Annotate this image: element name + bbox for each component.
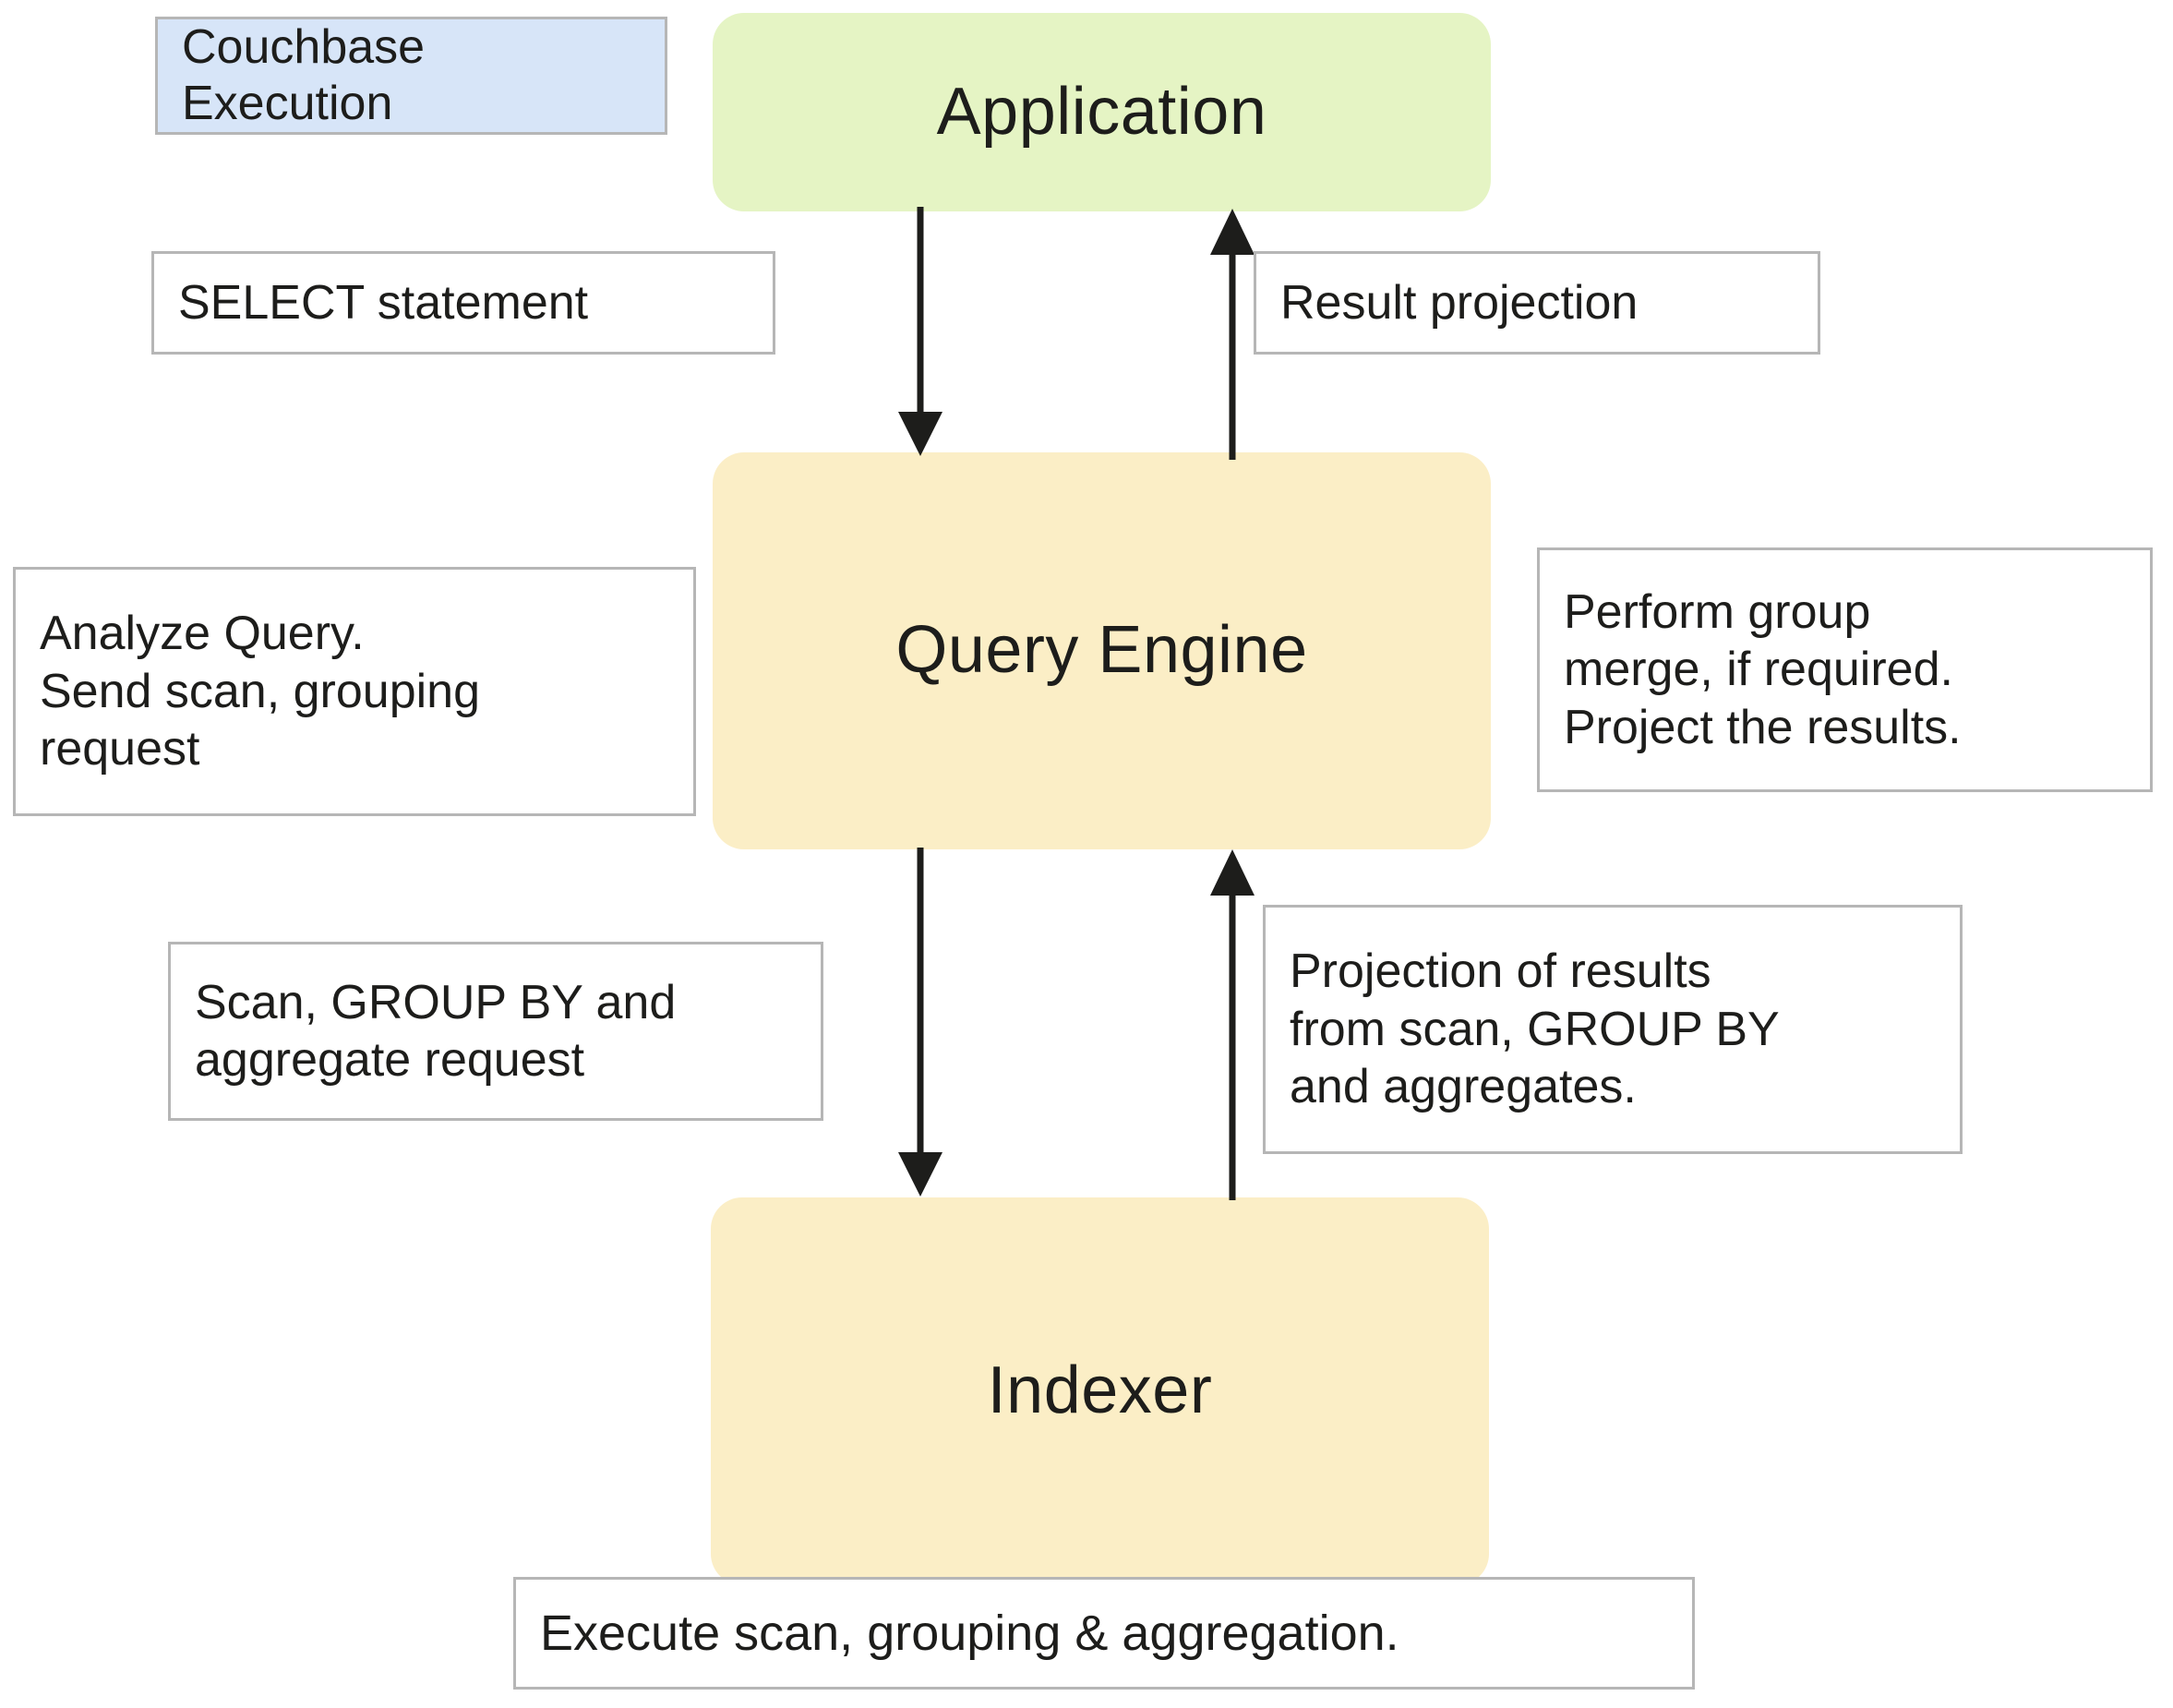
- stage-query-engine[interactable]: Query Engine: [713, 452, 1491, 849]
- stage-indexer[interactable]: Indexer: [711, 1197, 1489, 1585]
- note-line: from scan, GROUP BY: [1290, 1002, 1780, 1056]
- note-line: Send scan, grouping: [40, 664, 481, 718]
- note-select-statement: SELECT statement: [151, 251, 775, 355]
- note-line: Execute scan, grouping & aggregation.: [540, 1605, 1399, 1661]
- note-line: Perform group: [1564, 584, 1871, 639]
- note-scan-group-by: Scan, GROUP BY and aggregate request: [168, 942, 823, 1121]
- legend-couchbase-execution: Couchbase Execution: [155, 17, 667, 135]
- stage-indexer-label: Indexer: [987, 1353, 1213, 1428]
- note-line: Result projection: [1280, 275, 1639, 330]
- note-line: SELECT statement: [178, 275, 589, 330]
- arrow-query-engine-to-indexer: [898, 848, 942, 1197]
- arrow-app-to-query-engine: [898, 207, 942, 456]
- legend-line-1: Couchbase: [182, 19, 426, 74]
- note-analyze-query: Analyze Query. Send scan, grouping reque…: [13, 567, 696, 816]
- note-execute-scan: Execute scan, grouping & aggregation.: [513, 1577, 1695, 1690]
- arrow-query-engine-to-app: [1210, 209, 1255, 460]
- stage-application-label: Application: [936, 74, 1267, 149]
- legend-line-2: Execution: [182, 77, 393, 130]
- note-line: Project the results.: [1564, 700, 1962, 754]
- arrow-indexer-to-query-engine: [1210, 849, 1255, 1200]
- stage-query-engine-label: Query Engine: [895, 613, 1308, 688]
- note-line: and aggregates.: [1290, 1060, 1637, 1114]
- note-line: merge, if required.: [1564, 643, 1953, 697]
- note-line: Analyze Query.: [40, 607, 365, 661]
- note-projection-of-results: Projection of results from scan, GROUP B…: [1263, 905, 1963, 1154]
- note-result-projection: Result projection: [1254, 251, 1820, 355]
- note-line: Projection of results: [1290, 944, 1711, 999]
- note-line: Scan, GROUP BY and: [195, 975, 677, 1029]
- note-line: aggregate request: [195, 1033, 585, 1087]
- note-perform-group-merge: Perform group merge, if required. Projec…: [1537, 547, 2153, 792]
- stage-application[interactable]: Application: [713, 13, 1491, 211]
- note-line: request: [40, 722, 200, 776]
